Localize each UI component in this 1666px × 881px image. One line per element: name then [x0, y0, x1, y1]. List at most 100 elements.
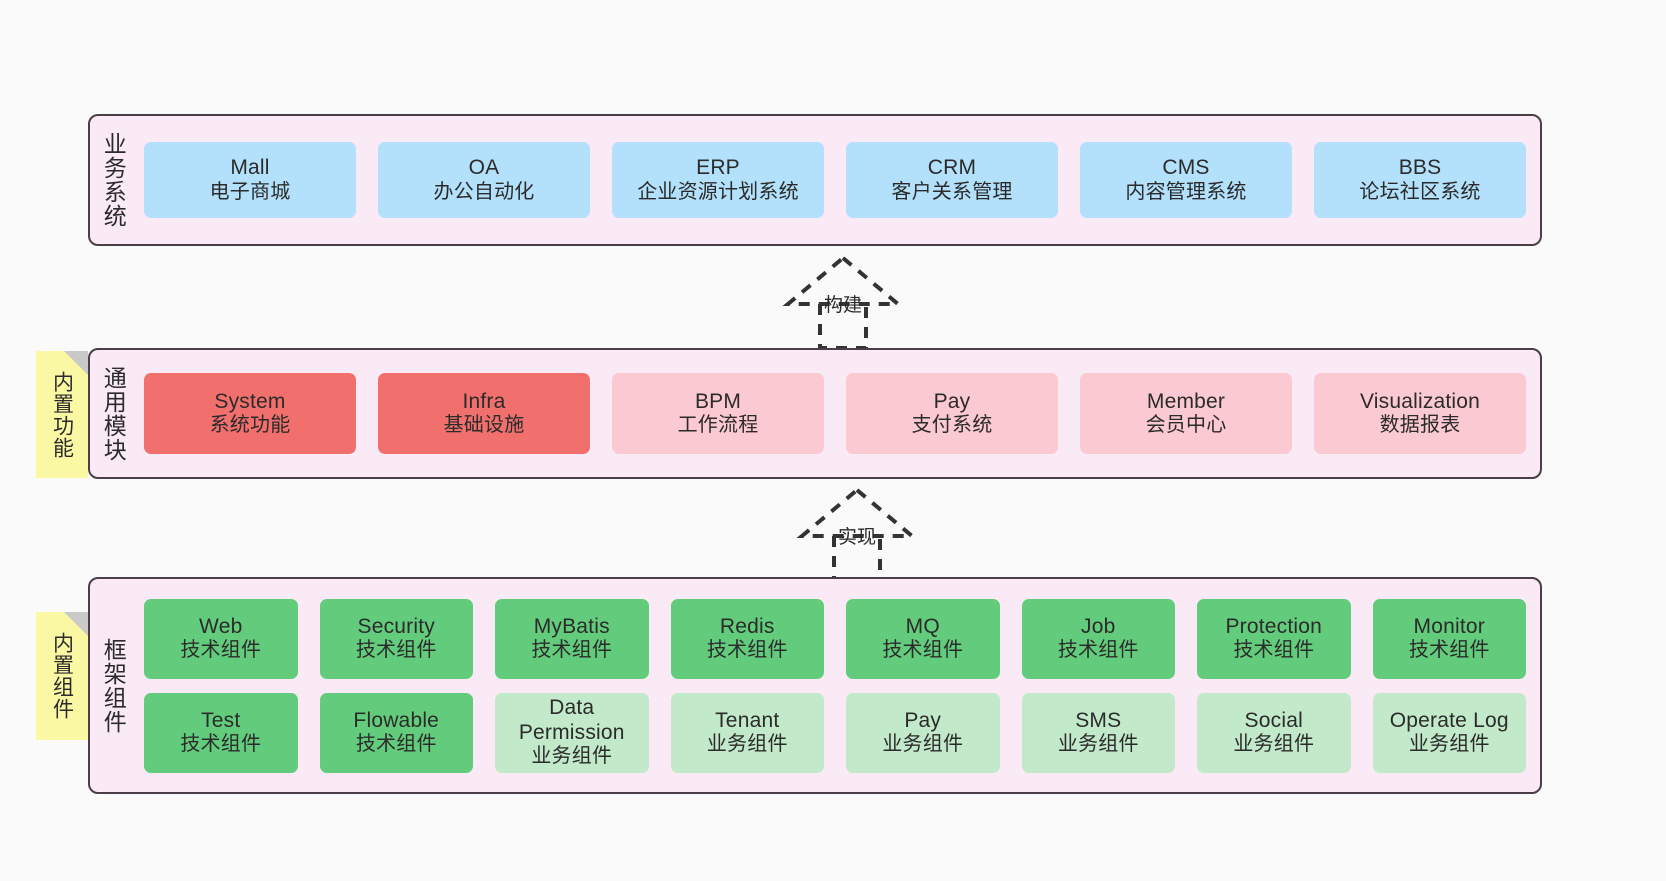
card-subtitle: 企业资源计划系统 [637, 180, 799, 203]
card-subtitle: 技术组件 [531, 639, 613, 662]
card-title: Flowable [353, 708, 440, 732]
card-title: Data Permission [518, 696, 625, 744]
card-security[interactable]: Security 技术组件 [319, 598, 473, 679]
card-tenant[interactable]: Tenant 业务组件 [670, 692, 824, 773]
card-sms[interactable]: SMS 业务组件 [1021, 692, 1175, 773]
card-subtitle: 内容管理系统 [1125, 180, 1247, 203]
arrow-label-build: 构建 [823, 295, 862, 316]
layer-label-framework-components: 框架组件 [100, 637, 127, 734]
card-title: Visualization [1359, 389, 1481, 413]
card-subtitle: 系统功能 [209, 414, 291, 437]
card-flowable[interactable]: Flowable 技术组件 [319, 692, 473, 773]
card-subtitle: 论坛社区系统 [1359, 180, 1481, 203]
card-title: CMS [1162, 156, 1210, 180]
card-bbs[interactable]: BBS 论坛社区系统 [1314, 142, 1526, 218]
layer-cards-framework-components: Web 技术组件 Security 技术组件 MyBatis 技术组件 Redi… [136, 579, 1540, 792]
card-social[interactable]: Social 业务组件 [1197, 692, 1351, 773]
card-bpm[interactable]: BPM 工作流程 [612, 373, 824, 454]
card-web[interactable]: Web 技术组件 [144, 598, 298, 679]
card-title: System [214, 389, 286, 413]
card-subtitle: 业务组件 [1057, 733, 1139, 756]
card-subtitle: 业务组件 [882, 733, 964, 756]
layer-business-systems: 业务系统 Mall 电子商城 OA 办公自动化 ERP 企业资源计划系统 CRM… [88, 114, 1542, 246]
card-subtitle: 业务组件 [1408, 733, 1490, 756]
card-title: Mall [230, 156, 270, 180]
card-subtitle: 基础设施 [443, 414, 525, 437]
card-mybatis[interactable]: MyBatis 技术组件 [495, 598, 649, 679]
card-data-permission[interactable]: Data Permission 业务组件 [495, 692, 649, 773]
card-test[interactable]: Test 技术组件 [144, 692, 298, 773]
card-title: BPM [694, 389, 742, 413]
card-subtitle: 电子商城 [209, 180, 291, 203]
card-subtitle: 数据报表 [1379, 414, 1461, 437]
card-system[interactable]: System 系统功能 [144, 373, 356, 454]
card-subtitle: 技术组件 [882, 639, 964, 662]
card-subtitle: 会员中心 [1145, 414, 1227, 437]
card-subtitle: 工作流程 [677, 414, 759, 437]
note-builtin-components: 内置组件 [36, 612, 88, 740]
card-title: OA [468, 156, 500, 180]
card-visualization[interactable]: Visualization 数据报表 [1314, 373, 1526, 454]
layer-label-business-systems: 业务系统 [100, 132, 127, 228]
card-title: Job [1081, 614, 1116, 638]
generalization-arrow-implement: 实现 [762, 484, 952, 584]
card-title: Web [199, 614, 243, 638]
card-pay[interactable]: Pay 支付系统 [846, 373, 1058, 454]
card-title: Member [1146, 389, 1226, 413]
card-title: MyBatis [533, 614, 610, 638]
layer-cards-common-modules: System 系统功能 Infra 基础设施 BPM 工作流程 Pay 支付系统… [136, 350, 1540, 477]
card-pay-business[interactable]: Pay 业务组件 [846, 692, 1000, 773]
card-subtitle: 业务组件 [706, 733, 788, 756]
card-subtitle: 办公自动化 [433, 180, 535, 203]
card-title: Redis [719, 614, 775, 638]
card-subtitle: 技术组件 [1408, 639, 1490, 662]
card-subtitle: 技术组件 [706, 639, 788, 662]
card-erp[interactable]: ERP 企业资源计划系统 [612, 142, 824, 218]
card-title: MQ [905, 614, 940, 638]
card-mq[interactable]: MQ 技术组件 [846, 598, 1000, 679]
note-builtin-features: 内置功能 [36, 351, 88, 478]
card-crm[interactable]: CRM 客户关系管理 [846, 142, 1058, 218]
note-fold-corner-icon [64, 351, 88, 375]
card-subtitle: 支付系统 [911, 414, 993, 437]
card-title: CRM [927, 156, 977, 180]
card-member[interactable]: Member 会员中心 [1080, 373, 1292, 454]
card-protection[interactable]: Protection 技术组件 [1197, 598, 1351, 679]
card-job[interactable]: Job 技术组件 [1021, 598, 1175, 679]
card-row: System 系统功能 Infra 基础设施 BPM 工作流程 Pay 支付系统… [144, 373, 1526, 454]
card-title: Operate Log [1389, 708, 1509, 732]
card-subtitle: 技术组件 [1233, 639, 1315, 662]
card-subtitle: 业务组件 [1233, 733, 1315, 756]
card-subtitle: 技术组件 [180, 733, 262, 756]
card-redis[interactable]: Redis 技术组件 [670, 598, 824, 679]
card-title: Pay [933, 389, 971, 413]
card-title: Protection [1225, 614, 1323, 638]
arrow-label-implement: 实现 [837, 527, 876, 548]
layer-label-common-modules: 通用模块 [100, 365, 127, 462]
card-subtitle: 技术组件 [355, 639, 437, 662]
card-oa[interactable]: OA 办公自动化 [378, 142, 590, 218]
card-monitor[interactable]: Monitor 技术组件 [1372, 598, 1526, 679]
card-subtitle: 业务组件 [531, 745, 613, 768]
card-infra[interactable]: Infra 基础设施 [378, 373, 590, 454]
card-title: Security [357, 614, 435, 638]
card-mall[interactable]: Mall 电子商城 [144, 142, 356, 218]
card-title: Tenant [715, 708, 780, 732]
card-title: BBS [1398, 156, 1442, 180]
card-operate-log[interactable]: Operate Log 业务组件 [1372, 692, 1526, 773]
card-row: Mall 电子商城 OA 办公自动化 ERP 企业资源计划系统 CRM 客户关系… [144, 142, 1526, 218]
layer-framework-components: 框架组件 Web 技术组件 Security 技术组件 MyBatis 技术组件… [88, 577, 1542, 794]
card-title: Test [201, 708, 241, 732]
layer-common-modules: 通用模块 System 系统功能 Infra 基础设施 BPM 工作流程 Pay… [88, 348, 1542, 479]
card-cms[interactable]: CMS 内容管理系统 [1080, 142, 1292, 218]
generalization-arrow-build: 构建 [748, 252, 938, 352]
card-subtitle: 技术组件 [1057, 639, 1139, 662]
card-title: ERP [696, 156, 740, 180]
card-subtitle: 技术组件 [180, 639, 262, 662]
card-title: SMS [1075, 708, 1122, 732]
card-row: Test 技术组件 Flowable 技术组件 Data Permission … [144, 692, 1526, 773]
card-title: Social [1244, 708, 1303, 732]
card-row: Web 技术组件 Security 技术组件 MyBatis 技术组件 Redi… [144, 598, 1526, 679]
layer-cards-business-systems: Mall 电子商城 OA 办公自动化 ERP 企业资源计划系统 CRM 客户关系… [136, 116, 1540, 244]
card-title: Infra [462, 389, 506, 413]
